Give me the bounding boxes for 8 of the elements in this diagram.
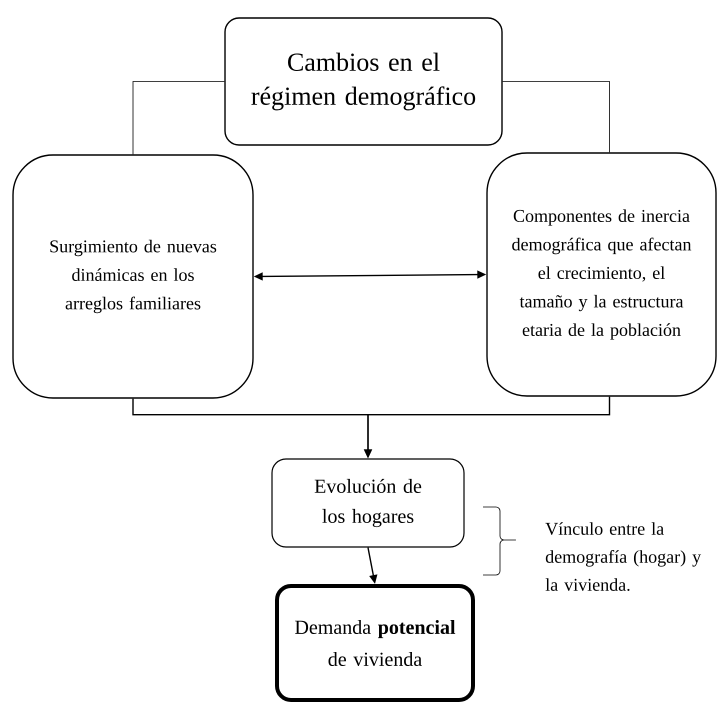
connector-line xyxy=(132,81,225,155)
note-text: Vínculo entre la demografía (hogar) y la vivienda. xyxy=(545,522,702,591)
result-box: Demanda potencial de vivienda xyxy=(275,584,475,702)
process-box: Surgimiento de nuevas dinámicas en los arreglos familiares xyxy=(12,154,254,399)
connector-line xyxy=(502,81,610,153)
title-box: Cambios en el régimen demográfico xyxy=(224,17,503,146)
process-box: Componentes de inercia demográfica que afectan el crecimiento, el tamaño y la estructura etaria de la población xyxy=(486,152,717,397)
process-box: Evolución de los hogares xyxy=(271,458,465,548)
